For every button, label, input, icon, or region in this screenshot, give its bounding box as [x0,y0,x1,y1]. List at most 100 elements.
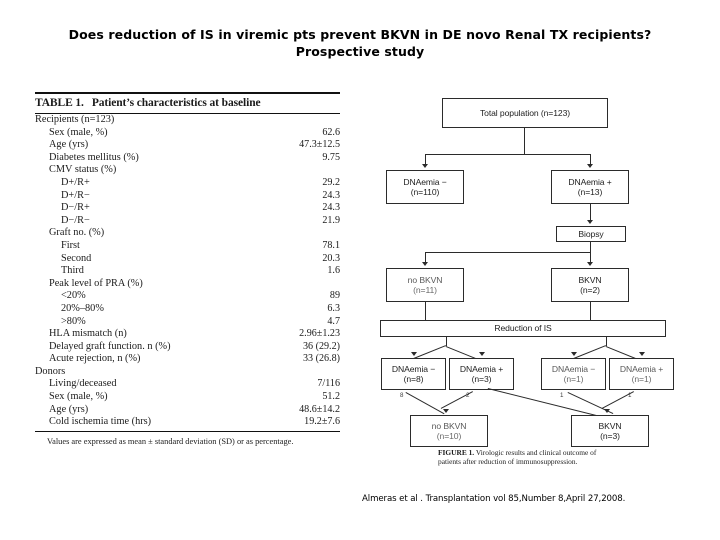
node-dnaemia-neg-top: DNAemia − (n=110) [386,170,464,204]
table-row: HLA mismatch (n)2.96±1.23 [35,328,340,341]
table-row: Donors [35,366,340,379]
node-dnaemia-neg-b-label: DNAemia − [551,363,596,374]
edge-split-right [590,154,592,166]
table-row: Sex (male, %)62.6 [35,127,340,140]
node-dnaemia-neg-a-count: (n=8) [403,374,424,384]
node-dnaemia-pos-top-label: DNAemia + [568,176,612,187]
edge-posa-to-nobkvn [440,391,473,409]
node-no-bkvn-bottom-count: (n=10) [436,431,462,441]
table-row-label: D−/R+ [61,202,90,214]
table-row-value [269,164,340,177]
table-row-label: Age (yrs) [49,139,89,151]
slide-title-line2: Prospective study [295,44,425,59]
edge-biopsy-left [425,252,427,264]
edge-reduction-down-right [606,337,608,346]
table-figure: TABLE 1.Patient’s characteristics at bas… [35,92,340,447]
node-dnaemia-neg-b-count: (n=1) [563,374,584,384]
node-dnaemia-pos-a-label: DNAemia + [459,363,504,374]
node-dnaemia-pos-top: DNAemia + (n=13) [551,170,629,204]
table-row: Age (yrs) 47.3±12.5 [35,139,340,152]
table-row-label: >80% [61,315,86,327]
table-row: Delayed graft function. n (%)36 (29.2) [35,341,340,354]
arrowhead-dnaemia-neg-a [411,352,417,356]
table-row-label: D−/R− [61,214,90,226]
arrowhead-no-bkvn-bottom [443,409,449,413]
edge-split-left [425,154,427,166]
node-no-bkvn-mid: no BKVN (n=11) [386,268,464,302]
node-bkvn-mid: BKVN (n=2) [551,268,629,302]
table-row-value [269,114,340,127]
node-bkvn-bottom-count: (n=3) [600,431,620,441]
node-dnaemia-pos-a: DNAemia + (n=3) [449,358,514,390]
table-row-value: 6.3 [327,302,340,314]
arrowhead-dnaemia-pos-top [587,164,593,168]
node-no-bkvn-bottom-label: no BKVN [431,420,467,431]
table-row-label: Second [61,252,92,264]
table-row: D−/R−21.9 [35,215,340,228]
table-row-value: 20.3 [322,252,340,264]
table-row: Graft no. (%) [35,227,340,240]
figure-panel: Total population (n=123) DNAemia − (n=11… [378,96,674,496]
table-row-value: 47.3±12.5 [299,139,340,151]
node-reduction-of-is: Reduction of IS [380,320,666,337]
edge-label-c: 1 [560,392,564,399]
table-row: Peak level of PRA (%) [35,278,340,291]
table-row-value: 24.3 [322,202,340,214]
table-row-value: 36 (29.2) [302,340,340,352]
node-dnaemia-neg-b: DNAemia − (n=1) [541,358,606,390]
table-row: Second 20.3 [35,253,340,266]
node-bkvn-bottom-label: BKVN [598,420,622,431]
table-row-label: Recipients (n=123) [35,114,115,125]
arrowhead-dnaemia-neg-top [422,164,428,168]
table-row-label: Acute rejection, n (%) [49,353,141,365]
node-reduction-of-is-label: Reduction of IS [494,323,552,334]
table-row-label: Third [61,265,84,277]
table-row: D+/R−24.3 [35,190,340,203]
figure-caption-text: Virologic results and clinical outcome o… [438,448,597,467]
table-row-value: 19.2±7.6 [304,416,340,428]
table-row-value [269,278,340,291]
table-row: Age (yrs) 48.6±14.2 [35,404,340,417]
table-row: Diabetes mellitus (%)9.75 [35,152,340,165]
node-bkvn-mid-count: (n=2) [580,285,600,295]
node-dnaemia-pos-a-count: (n=3) [471,374,492,384]
node-bkvn-bottom: BKVN (n=3) [571,415,649,447]
node-dnaemia-neg-top-count: (n=110) [410,187,440,197]
node-no-bkvn-bottom: no BKVN (n=10) [410,415,488,447]
table-row-value: 29.2 [322,176,340,188]
node-no-bkvn-mid-label: no BKVN [407,274,443,285]
table-row-value [269,366,340,379]
arrowhead-dnaemia-neg-b [571,352,577,356]
arrowhead-bkvn-mid [587,262,593,266]
slide-title-line1: Does reduction of IS in viremic pts prev… [68,27,652,42]
node-biopsy: Biopsy [556,226,626,242]
table-row-label: Age (yrs) [49,403,89,415]
edge-vsplit-right-a [573,344,606,360]
arrowhead-biopsy [587,220,593,224]
table-row-label: D+/R+ [61,176,90,188]
node-dnaemia-neg-a-label: DNAemia − [391,363,436,374]
table-row-value: 89 [329,290,340,302]
node-bkvn-mid-label: BKVN [578,274,602,285]
edge-label-a: 8 [400,392,404,399]
edge-to-biopsy [590,204,592,222]
node-dnaemia-pos-b-count: (n=1) [631,374,652,384]
citation: Almeras et al . Transplantation vol 85,N… [362,494,626,504]
table-row-label: <20% [61,290,86,302]
table-row-value: 48.6±14.2 [299,403,340,415]
arrowhead-bkvn-bottom [604,409,610,413]
flowchart: Total population (n=123) DNAemia − (n=11… [378,96,674,447]
arrowhead-dnaemia-pos-a [479,352,485,356]
table-row-label: Cold ischemia time (hrs) [49,416,152,428]
node-dnaemia-neg-top-label: DNAemia − [403,176,447,187]
table-row-value: 7/116 [317,378,340,390]
edge-split-top [425,154,591,156]
table-footnote: Values are expressed as mean ± standard … [47,436,294,446]
table-caption-text: Patient’s characteristics at baseline [91,97,261,109]
edge-total-down [524,128,526,154]
table-row: Acute rejection, n (%)33 (26.8) [35,353,340,366]
figure-caption-label: FIGURE 1. [438,448,475,457]
table-row: <20% 89 [35,290,340,303]
